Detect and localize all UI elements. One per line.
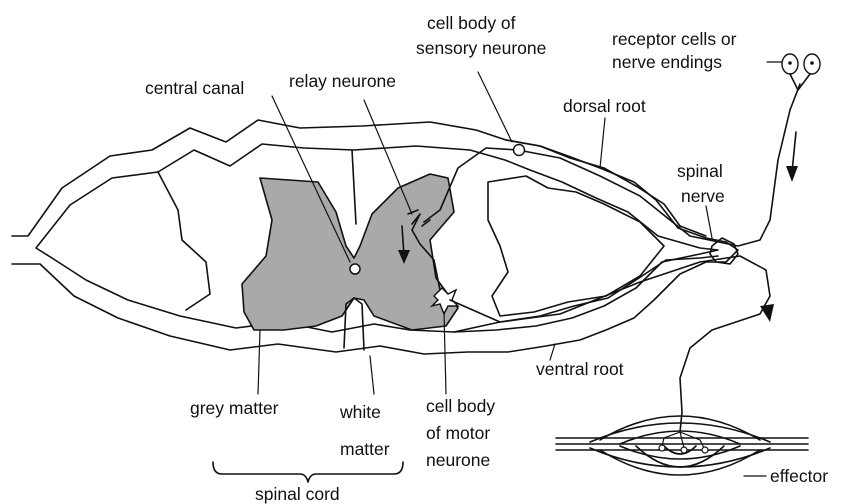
end-plate-3 xyxy=(702,447,708,453)
dorsal-root-line xyxy=(506,140,706,236)
leader-grey-matter xyxy=(258,330,260,394)
label-effector: effector xyxy=(770,466,828,486)
left-lobe-notch xyxy=(158,172,210,310)
receptor-stalks xyxy=(790,74,810,90)
label-cell-body-motor-line2: of motor xyxy=(426,423,490,443)
motor-neurone-path xyxy=(450,256,770,432)
end-plate-2 xyxy=(681,447,687,453)
leader-cell-body-sensory xyxy=(478,72,512,142)
label-receptor-line1: receptor cells or xyxy=(612,29,737,49)
central-canal-circle xyxy=(350,264,360,274)
label-white-matter-line2: matter xyxy=(340,439,390,459)
label-dorsal-root: dorsal root xyxy=(563,96,646,116)
label-cell-body-motor-line3: neurone xyxy=(426,450,490,470)
label-cell-body-sensory-line2: sensory neurone xyxy=(416,38,546,58)
dorsal-groove xyxy=(352,150,356,224)
leader-spinal-nerve xyxy=(706,206,712,238)
label-spinal-cord: spinal cord xyxy=(255,484,340,504)
receptor-dot-2 xyxy=(810,61,814,65)
leader-white-matter xyxy=(370,356,374,394)
label-ventral-root: ventral root xyxy=(536,359,624,379)
label-white-matter-line1: white xyxy=(339,402,381,422)
spinal-cord-brace xyxy=(213,462,403,482)
label-central-canal: central canal xyxy=(145,78,244,98)
label-receptor-line2: nerve endings xyxy=(612,52,722,72)
grey-matter xyxy=(242,174,458,330)
leader-dorsal-root xyxy=(600,118,605,168)
label-grey-matter: grey matter xyxy=(190,398,279,418)
label-spinal-nerve-line1: spinal xyxy=(677,161,723,181)
sensory-arrow-head xyxy=(786,166,798,182)
end-plate-1 xyxy=(659,445,665,451)
label-spinal-nerve-line2: nerve xyxy=(681,186,725,206)
sensory-cell-body xyxy=(514,145,525,156)
receptor-dot-1 xyxy=(788,61,792,65)
leader-ventral-root xyxy=(550,344,555,360)
label-cell-body-sensory-line1: cell body of xyxy=(427,13,516,33)
label-cell-body-motor-line1: cell body xyxy=(426,396,495,416)
motor-end-plates xyxy=(662,432,704,448)
label-relay-neurone: relay neurone xyxy=(289,71,396,91)
motor-arrow-head xyxy=(760,304,774,322)
dorsal-root-ganglion-chamber xyxy=(488,176,664,316)
